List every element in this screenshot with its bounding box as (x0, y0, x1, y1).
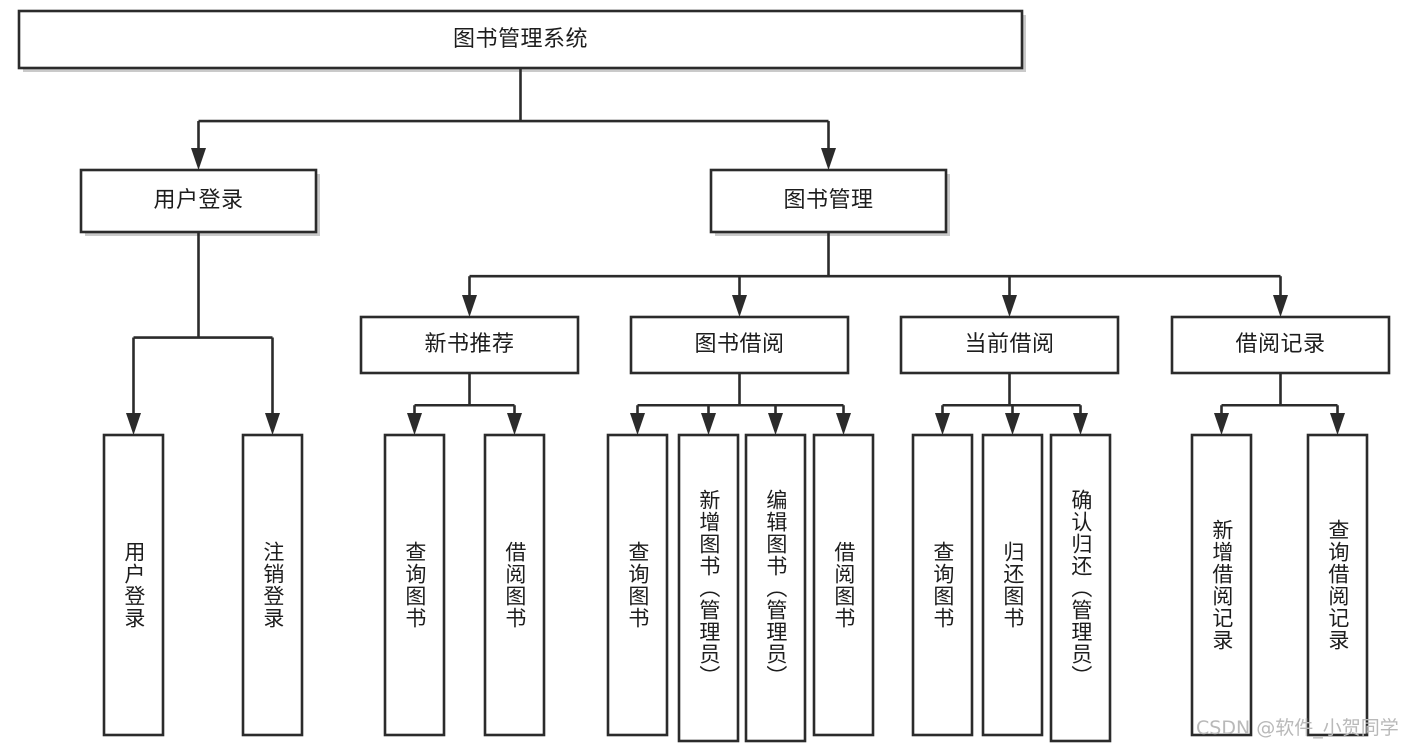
arrowhead (630, 413, 645, 435)
node-box-current-borrow[interactable] (899, 315, 1120, 375)
node-rect-layer (17, 9, 1391, 743)
edge-group-root (191, 68, 836, 170)
arrowhead (935, 413, 950, 435)
node-box-leaf-query-record[interactable] (1306, 433, 1369, 737)
node-box-leaf-user-logout[interactable] (241, 433, 304, 737)
arrowhead (821, 148, 836, 170)
edge-group-current-borrow (935, 373, 1088, 435)
arrowhead (1273, 295, 1288, 317)
node-box-borrow-record[interactable] (1170, 315, 1391, 375)
node-box-leaf-query-book-3[interactable] (911, 433, 974, 737)
node-box-leaf-query-book-1[interactable] (383, 433, 446, 737)
node-box-leaf-edit-book[interactable] (744, 433, 807, 743)
arrowhead (507, 413, 522, 435)
arrowhead (1005, 413, 1020, 435)
node-box-leaf-query-book-2[interactable] (606, 433, 669, 737)
node-box-book-borrow[interactable] (629, 315, 850, 375)
arrowhead (126, 413, 141, 435)
node-box-book-manage[interactable] (709, 168, 948, 234)
arrowhead (1214, 413, 1229, 435)
arrowhead (1002, 295, 1017, 317)
arrowhead (462, 295, 477, 317)
node-box-leaf-return-book[interactable] (981, 433, 1044, 737)
edge-group-user-login (126, 232, 280, 435)
edge-group-book-borrow (630, 373, 851, 435)
arrowhead (732, 295, 747, 317)
arrowhead (836, 413, 851, 435)
node-box-leaf-borrow-book-1[interactable] (483, 433, 546, 737)
node-box-leaf-confirm-return[interactable] (1049, 433, 1112, 743)
edge-layer (126, 68, 1345, 435)
arrowhead (407, 413, 422, 435)
node-box-user-login[interactable] (79, 168, 318, 234)
node-box-leaf-borrow-book-2[interactable] (812, 433, 875, 737)
node-box-leaf-user-login[interactable] (102, 433, 165, 737)
node-box-leaf-add-book[interactable] (677, 433, 740, 743)
node-box-leaf-add-record[interactable] (1190, 433, 1253, 737)
edge-group-new-book-rec (407, 373, 522, 435)
edge-group-book-manage (462, 232, 1288, 317)
arrowhead (1330, 413, 1345, 435)
edge-group-borrow-record (1214, 373, 1345, 435)
arrowhead (768, 413, 783, 435)
arrowhead (701, 413, 716, 435)
node-box-root[interactable] (17, 9, 1024, 70)
node-box-new-book-rec[interactable] (359, 315, 580, 375)
arrowhead (265, 413, 280, 435)
arrowhead (1073, 413, 1088, 435)
arrowhead (191, 148, 206, 170)
